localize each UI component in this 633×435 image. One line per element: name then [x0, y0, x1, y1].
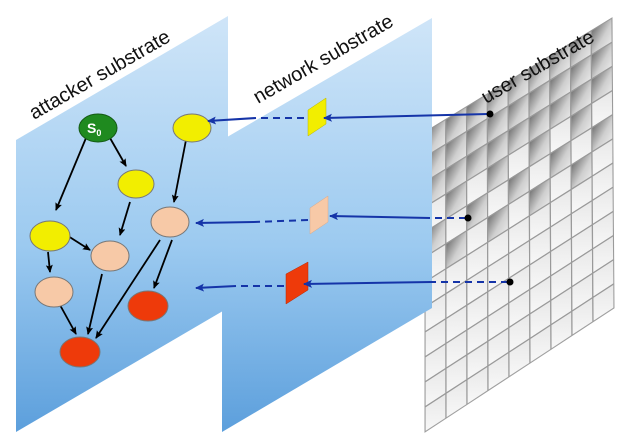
network-node-yellow — [307, 97, 327, 137]
node-yellow-top-right — [172, 113, 212, 143]
network-substrate-plane — [222, 18, 432, 432]
user-point-bottom — [506, 278, 514, 286]
attack-graph-nodes — [29, 113, 212, 368]
start-node — [78, 113, 118, 143]
node-peach-left — [34, 276, 74, 308]
user-substrate-plane — [424, 17, 615, 433]
arrow-network-to-attacker-top — [207, 116, 257, 125]
dashed-network-to-attacker-middle — [253, 219, 309, 223]
node-peach-mid — [90, 240, 130, 272]
arrow-user-to-network-bottom — [303, 279, 433, 288]
arrow-network-to-attacker-middle — [195, 218, 255, 227]
edge-peach-mid-to-red-bottom — [86, 273, 103, 335]
edge-yellow-mid-to-peach-mid — [118, 201, 131, 236]
user-point-middle — [464, 214, 472, 222]
network-node-red — [285, 261, 309, 305]
node-peach-right — [150, 206, 190, 238]
arrow-network-to-attacker-bottom — [195, 283, 237, 292]
mapping-arrows — [195, 113, 508, 292]
node-yellow-mid — [117, 169, 155, 199]
node-red-bottom — [59, 336, 101, 368]
user-grid-cell — [592, 282, 614, 323]
user-point-top — [486, 110, 494, 118]
user-grid-cells — [425, 18, 614, 432]
start-node-label: S0 — [87, 120, 101, 138]
attack-graph-edges — [45, 137, 187, 339]
edge-peach-right-to-red-bottom — [95, 239, 161, 339]
attacker-substrate-plane — [16, 16, 228, 432]
edge-yellow-left-to-peach-left — [45, 251, 53, 273]
arrow-user-to-network-top — [323, 113, 489, 122]
edge-yellow-left-to-peach-mid — [67, 235, 91, 251]
node-red-right — [127, 290, 169, 322]
arrow-user-to-network-middle — [329, 212, 431, 221]
edge-peach-left-to-red-bottom — [59, 304, 77, 335]
edge-peach-right-to-red-right — [153, 239, 173, 289]
node-yellow-left — [29, 220, 71, 252]
edge-yellow-right-to-peach-right — [171, 139, 187, 203]
edge-s0-to-yellow-left — [55, 137, 87, 211]
edge-s0-to-yellow-mid — [109, 137, 127, 167]
network-node-peach — [309, 195, 329, 235]
